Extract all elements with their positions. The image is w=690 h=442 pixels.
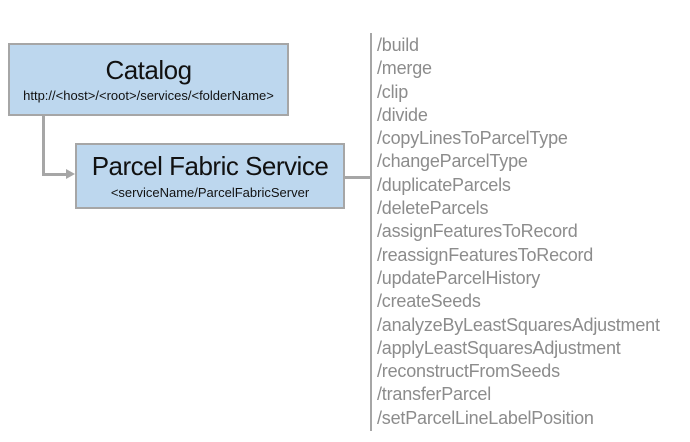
endpoint-list: /build/merge/clip/divide/copyLinesToParc… (377, 34, 660, 430)
endpoint-item: /merge (377, 58, 432, 79)
endpoint-item: /clip (377, 81, 409, 102)
endpoint-item: /reassignFeaturesToRecord (377, 244, 594, 265)
endpoint-item: /changeParcelType (377, 151, 528, 172)
endpoint-item: /analyzeByLeastSquaresAdjustment (377, 314, 660, 335)
parcel-fabric-service-subtitle: <serviceName/ParcelFabricServer (110, 184, 310, 200)
catalog-node: Catalog http://<host>/<root>/services/<f… (8, 43, 289, 116)
endpoint-item: /createSeeds (377, 291, 481, 312)
endpoint-item: /divide (377, 104, 428, 125)
endpoint-item: /reconstructFromSeeds (377, 361, 560, 382)
endpoint-item: /assignFeaturesToRecord (377, 221, 578, 242)
connector-elbow-vertical (42, 114, 45, 176)
connector-elbow-horizontal (42, 173, 67, 176)
connector-arrowhead-icon (66, 169, 75, 179)
endpoint-item: /applyLeastSquaresAdjustment (377, 337, 621, 358)
parcel-fabric-service-node: Parcel Fabric Service <serviceName/Parce… (75, 143, 345, 209)
endpoint-item: /transferParcel (377, 384, 492, 405)
endpoint-item: /copyLinesToParcelType (377, 128, 568, 149)
connector-service-to-divider (344, 176, 371, 179)
endpoint-item: /setParcelLineLabelPosition (377, 407, 594, 428)
parcel-fabric-service-title: Parcel Fabric Service (91, 151, 329, 182)
catalog-title: Catalog (105, 54, 192, 85)
divider-line (370, 33, 372, 431)
endpoint-item: /build (377, 35, 419, 55)
catalog-subtitle: http://<host>/<root>/services/<folderNam… (23, 88, 274, 104)
endpoint-item: /updateParcelHistory (377, 267, 541, 288)
endpoint-item: /duplicateParcels (377, 174, 511, 195)
endpoint-item: /deleteParcels (377, 198, 489, 219)
